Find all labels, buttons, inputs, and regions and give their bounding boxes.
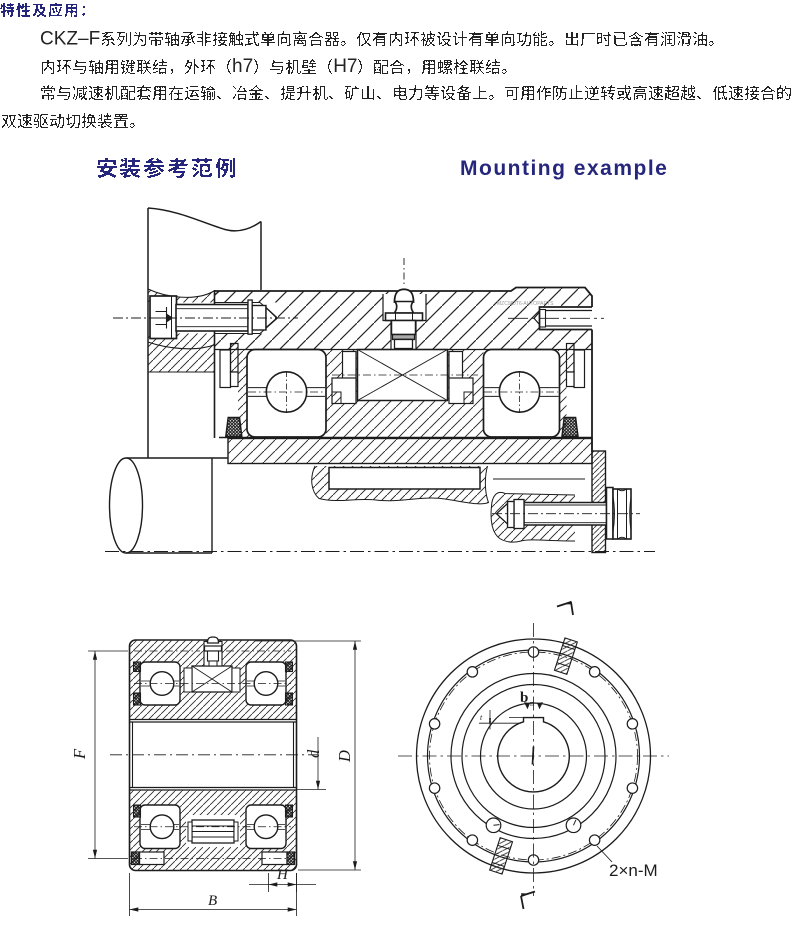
svg-text:D: D — [335, 750, 354, 763]
svg-text:2×n-M: 2×n-M — [609, 861, 658, 880]
svg-text:H: H — [276, 867, 289, 883]
svg-text:h7: h7 — [232, 56, 253, 77]
svg-text:CKZ–F: CKZ–F — [40, 28, 100, 49]
svg-text:n: n — [530, 699, 534, 708]
svg-text:F: F — [70, 748, 89, 760]
svg-text:H7: H7 — [333, 56, 357, 77]
svg-text:b: b — [520, 690, 528, 706]
svg-text:MZC98JT6-AUTOPARTS: MZC98JT6-AUTOPARTS — [497, 301, 554, 307]
svg-text:B: B — [208, 893, 217, 909]
svg-text:d: d — [304, 749, 323, 758]
svg-text:Mounting example: Mounting example — [460, 157, 668, 180]
svg-text:t: t — [480, 713, 483, 722]
